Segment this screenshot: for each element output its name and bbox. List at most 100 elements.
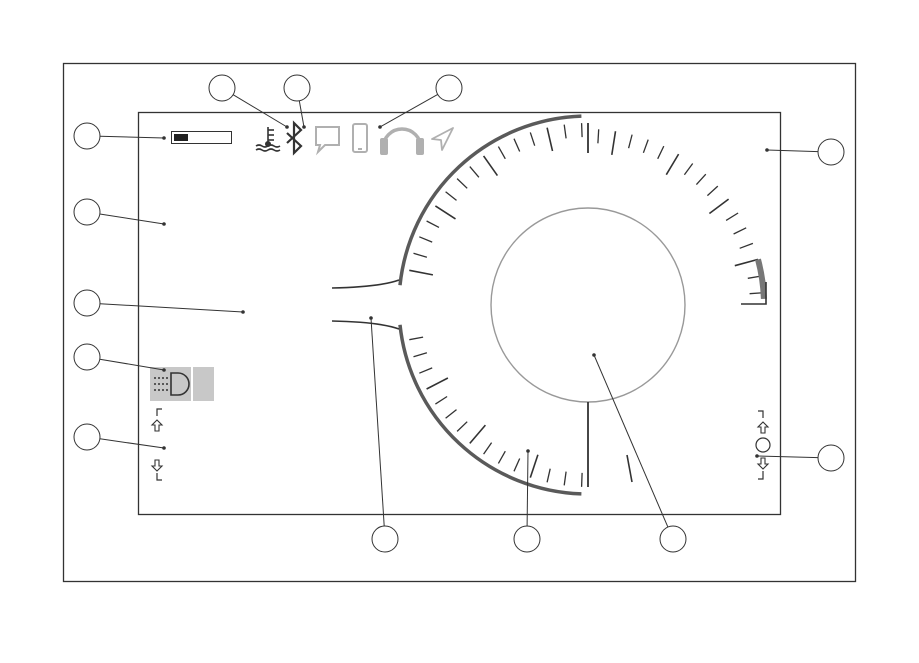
callout-right-1: [765, 138, 845, 166]
callout-dot: [765, 148, 769, 152]
gauge-tick: [497, 146, 506, 160]
callout-circle: [73, 289, 101, 317]
gauge-tick: [529, 132, 536, 146]
shift-down-icon: [150, 459, 164, 472]
callout-dot: [285, 125, 289, 129]
gauge-tick: [597, 129, 600, 144]
callout-circle: [513, 525, 541, 553]
gauge-tick: [456, 421, 468, 432]
callout-left-5: [73, 423, 166, 451]
gauge-tick: [657, 145, 665, 160]
navigation-icon: [431, 127, 454, 151]
callout-left-4: [73, 343, 166, 372]
gauge-tick: [725, 212, 739, 221]
callout-leader: [99, 303, 244, 313]
callout-left-1: [73, 122, 166, 150]
message-icon: [315, 126, 340, 156]
callout-top-2: [283, 74, 311, 129]
gauge-end-bracket: [741, 282, 767, 305]
callout-circle: [817, 138, 845, 166]
gauge-tick: [445, 409, 457, 419]
callout-top-3: [378, 74, 463, 129]
display-frame: [137, 111, 782, 516]
gauge-tick: [426, 220, 440, 228]
gauge-tick: [445, 191, 457, 201]
callout-dot: [162, 222, 166, 226]
callout-circle: [659, 525, 687, 553]
gauge-tick: [580, 472, 583, 487]
callout-leader: [526, 450, 529, 527]
needle-slot-lower: [331, 320, 400, 330]
gauge-tick: [513, 138, 521, 152]
gauge-tick: [733, 227, 747, 235]
callout-layer: [73, 74, 845, 553]
callout-leader: [99, 213, 165, 225]
gauge-tick: [456, 178, 468, 189]
gauge-redline: [755, 258, 767, 300]
gauge-tick: [434, 205, 456, 220]
needle-slot-upper: [331, 279, 400, 289]
phone-icon: [352, 123, 368, 153]
callout-dot: [755, 454, 759, 458]
coolant-temperature-icon: [255, 127, 281, 152]
callout-leader: [379, 93, 438, 128]
callout-dot: [378, 125, 382, 129]
gauge-tick: [409, 269, 434, 276]
gauge-arc-upper: [398, 114, 582, 286]
gauge-arc-lower: [398, 324, 582, 496]
callout-bottom-2: [513, 449, 541, 553]
callout-leader: [766, 149, 819, 153]
gauge-tick: [426, 377, 449, 390]
callout-bottom-1: [369, 316, 399, 553]
bluetooth-icon: [286, 120, 303, 156]
gauge-tick: [734, 258, 759, 267]
callout-leader: [232, 94, 288, 128]
callout-circle: [73, 423, 101, 451]
headlight-icon: [170, 372, 190, 396]
callout-left-3: [73, 289, 245, 317]
gauge-tick: [563, 471, 567, 486]
gauge-tick: [413, 252, 428, 258]
callout-circle: [435, 74, 463, 102]
shift-up-icon: [150, 419, 164, 432]
fuel-level-fill: [174, 134, 188, 141]
callout-dot: [302, 125, 306, 129]
shift-indicator-left: [150, 408, 164, 481]
callout-circle: [73, 198, 101, 226]
gauge-tick: [546, 127, 554, 152]
callout-dot: [162, 136, 166, 140]
gauge-tick: [627, 134, 633, 149]
fuel-level-icon: [171, 131, 232, 144]
callout-circle: [283, 74, 311, 102]
callout-circle: [371, 525, 399, 553]
callout-circle: [817, 444, 845, 472]
gauge-tick: [642, 139, 649, 154]
callout-left-2: [73, 198, 166, 226]
callout-leader: [99, 135, 165, 139]
gauge-tick: [497, 450, 506, 464]
callout-dot: [162, 446, 166, 450]
gauge-tick: [413, 352, 428, 358]
callout-leader: [370, 317, 385, 527]
gauge-tick: [563, 124, 567, 139]
gauge-tick: [469, 166, 480, 178]
gauge-tick: [529, 454, 539, 478]
shift-down-icon-right: [756, 457, 770, 470]
gauge-tick: [469, 424, 487, 444]
callout-dot: [241, 310, 245, 314]
callout-right-2: [755, 444, 845, 472]
callout-leader: [99, 438, 165, 449]
gauge-tick: [409, 336, 424, 341]
gauge-tick: [513, 458, 521, 472]
gauge-tick: [739, 242, 754, 249]
shift-up-icon-right: [756, 421, 770, 434]
callout-bottom-3: [592, 353, 687, 553]
gear-indicator: [755, 410, 771, 480]
gauge-tick: [708, 198, 730, 215]
gear-indicator-icon: [755, 437, 771, 453]
gauge-inner-circle: [490, 207, 686, 403]
speedometer-gauge: [331, 114, 767, 496]
callout-circle: [73, 122, 101, 150]
